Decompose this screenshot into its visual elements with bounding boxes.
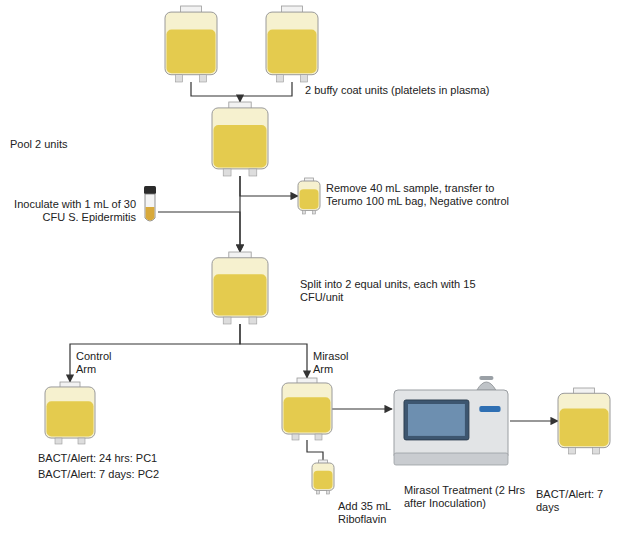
blood-bag: Control ArmBACT/Alert: 24 hrs: PC1BACT/A… bbox=[45, 382, 95, 444]
illustration bbox=[160, 4, 325, 82]
blood-bag: Pool 2 units bbox=[212, 102, 268, 176]
flow-connector bbox=[158, 212, 240, 252]
blood-bag: Mirasol Arm bbox=[282, 378, 332, 440]
step-label: Remove 40 mL sample, transfer to Terumo … bbox=[326, 182, 526, 208]
illustration bbox=[212, 252, 268, 324]
illustration bbox=[312, 460, 334, 494]
blood-bag: Split into 2 equal units, each with 15 C… bbox=[212, 252, 268, 324]
illustration bbox=[298, 178, 320, 214]
blood-bag: Remove 40 mL sample, transfer to Terumo … bbox=[298, 178, 320, 214]
flow-connector bbox=[510, 420, 558, 421]
flow-connector bbox=[307, 440, 323, 460]
treatment-device: Mirasol Treatment (2 Hrs after Inoculati… bbox=[392, 372, 510, 467]
illustration bbox=[45, 382, 95, 444]
illustration bbox=[558, 388, 610, 454]
step-label: Split into 2 equal units, each with 15 C… bbox=[300, 278, 515, 304]
blood-bag: BACT/Alert: 7 days bbox=[558, 388, 610, 454]
step-label: Inoculate with 1 mL of 30 CFU S. Epiderm… bbox=[6, 198, 136, 224]
flow-connector bbox=[191, 82, 292, 102]
flow-connector bbox=[240, 176, 298, 196]
step-label: Control Arm bbox=[76, 350, 122, 376]
illustration bbox=[212, 102, 268, 176]
step-label: Pool 2 units bbox=[10, 138, 130, 151]
step-label: BACT/Alert: 24 hrs: PC1 bbox=[38, 452, 198, 465]
flow-connector bbox=[332, 408, 392, 409]
step-label: Mirasol Arm bbox=[313, 350, 365, 376]
illustration bbox=[282, 378, 332, 440]
step-label: 2 buffy coat units (platelets in plasma) bbox=[305, 84, 535, 97]
blood-bag: Add 35 mL Riboflavin bbox=[312, 460, 334, 494]
step-label: BACT/Alert: 7 days: PC2 bbox=[38, 468, 198, 481]
illustration bbox=[392, 372, 510, 467]
step-label: Mirasol Treatment (2 Hrs after Inoculati… bbox=[404, 484, 528, 510]
step-label: BACT/Alert: 7 days bbox=[536, 488, 624, 514]
blood-bag: 2 buffy coat units (platelets in plasma) bbox=[160, 4, 325, 82]
flow-connector bbox=[240, 324, 307, 378]
step-label: Add 35 mL Riboflavin bbox=[338, 500, 400, 526]
illustration bbox=[142, 186, 158, 224]
flow-connector bbox=[70, 324, 240, 382]
sample-tube: Inoculate with 1 mL of 30 CFU S. Epiderm… bbox=[142, 186, 158, 224]
